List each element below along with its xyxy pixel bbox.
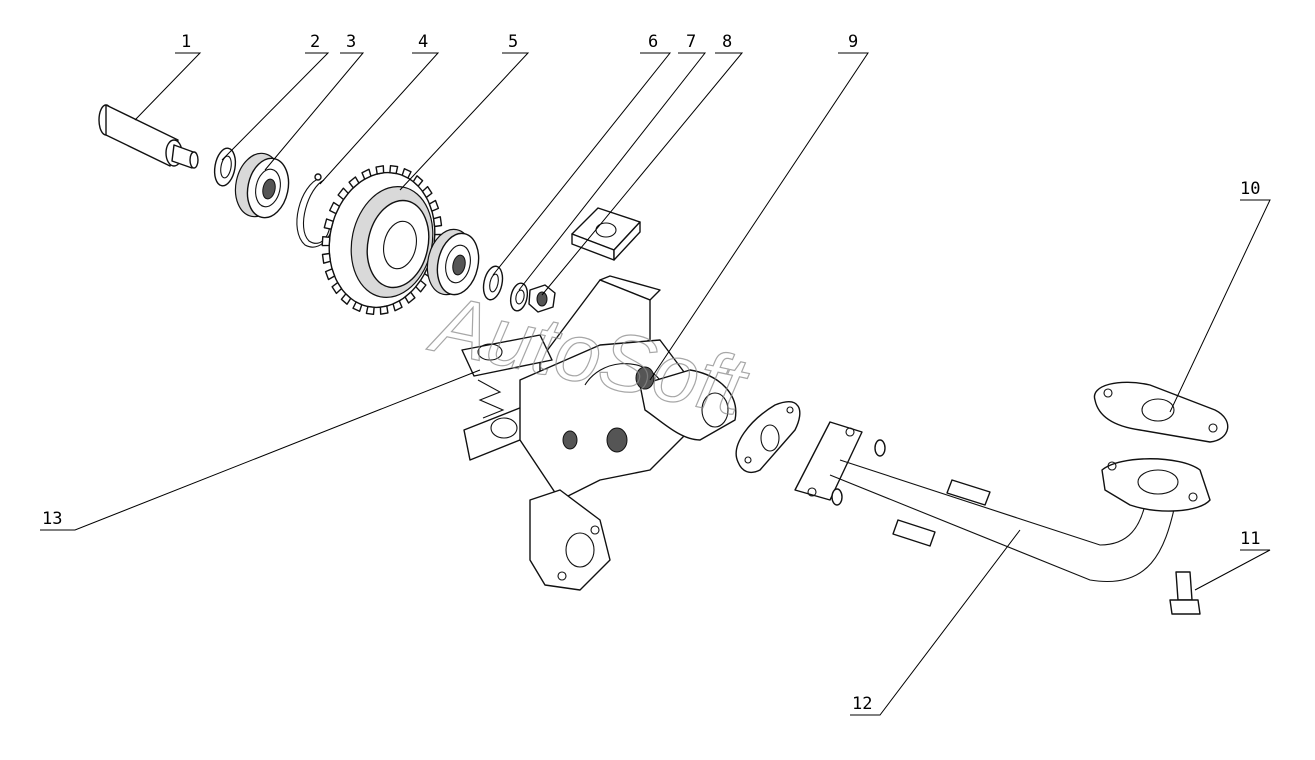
gear-tooth bbox=[379, 305, 389, 315]
part-8-nut[interactable] bbox=[528, 284, 556, 313]
gear-tooth bbox=[365, 305, 375, 315]
gear-tooth bbox=[421, 185, 433, 199]
gear-tooth bbox=[321, 252, 332, 264]
callout-8: 8 bbox=[722, 32, 732, 52]
part-9-gasket[interactable] bbox=[735, 401, 801, 474]
part-3-bearing[interactable] bbox=[230, 149, 294, 221]
part-7-lock-washer[interactable] bbox=[508, 282, 529, 313]
callout-2: 2 bbox=[310, 32, 320, 52]
part-2-washer[interactable] bbox=[212, 147, 238, 188]
callout-12: 12 bbox=[852, 694, 872, 714]
callout-7: 7 bbox=[686, 32, 696, 52]
gear-tooth bbox=[401, 167, 412, 179]
gear-tooth bbox=[337, 187, 349, 201]
gear-tooth bbox=[323, 218, 334, 230]
gear-tooth bbox=[331, 281, 343, 295]
gear-tooth bbox=[375, 165, 385, 175]
part-4-snap-ring[interactable] bbox=[296, 173, 334, 248]
callout-1: 1 bbox=[181, 32, 191, 52]
gear-tooth bbox=[340, 293, 352, 305]
part-1-shaft[interactable] bbox=[98, 104, 199, 169]
mounting-block bbox=[571, 207, 641, 261]
callout-11: 11 bbox=[1240, 529, 1260, 549]
callout-6: 6 bbox=[648, 32, 658, 52]
gear-tooth bbox=[361, 168, 372, 180]
gear-tooth bbox=[348, 176, 360, 189]
callout-labels: 1 2 3 4 5 6 7 8 9 10 11 12 13 bbox=[42, 32, 1260, 714]
part-11-bolt[interactable] bbox=[1169, 571, 1201, 615]
callout-13: 13 bbox=[42, 509, 62, 529]
callout-3: 3 bbox=[346, 32, 356, 52]
gear-tooth bbox=[389, 164, 399, 175]
gear-tooth bbox=[412, 175, 424, 187]
pump-body bbox=[461, 275, 737, 591]
part-5-gear[interactable] bbox=[317, 163, 484, 318]
part-10-flange-gasket[interactable] bbox=[1093, 381, 1229, 443]
callout-5: 5 bbox=[508, 32, 518, 52]
gear-tooth bbox=[321, 235, 331, 247]
gear-tooth bbox=[432, 216, 443, 228]
gear-tooth bbox=[428, 199, 440, 212]
gear-tooth bbox=[404, 291, 416, 304]
part-12-oil-pipe[interactable] bbox=[794, 421, 1211, 582]
gear-tooth bbox=[392, 300, 403, 312]
gear-tooth bbox=[415, 279, 427, 293]
callout-9: 9 bbox=[848, 32, 858, 52]
gear-tooth bbox=[329, 201, 341, 215]
callout-4: 4 bbox=[418, 32, 428, 52]
gear-tooth bbox=[352, 301, 363, 312]
callout-10: 10 bbox=[1240, 179, 1260, 199]
gear-tooth bbox=[324, 268, 336, 281]
part-6-washer[interactable] bbox=[481, 265, 506, 302]
leader-lines bbox=[40, 52, 1271, 716]
